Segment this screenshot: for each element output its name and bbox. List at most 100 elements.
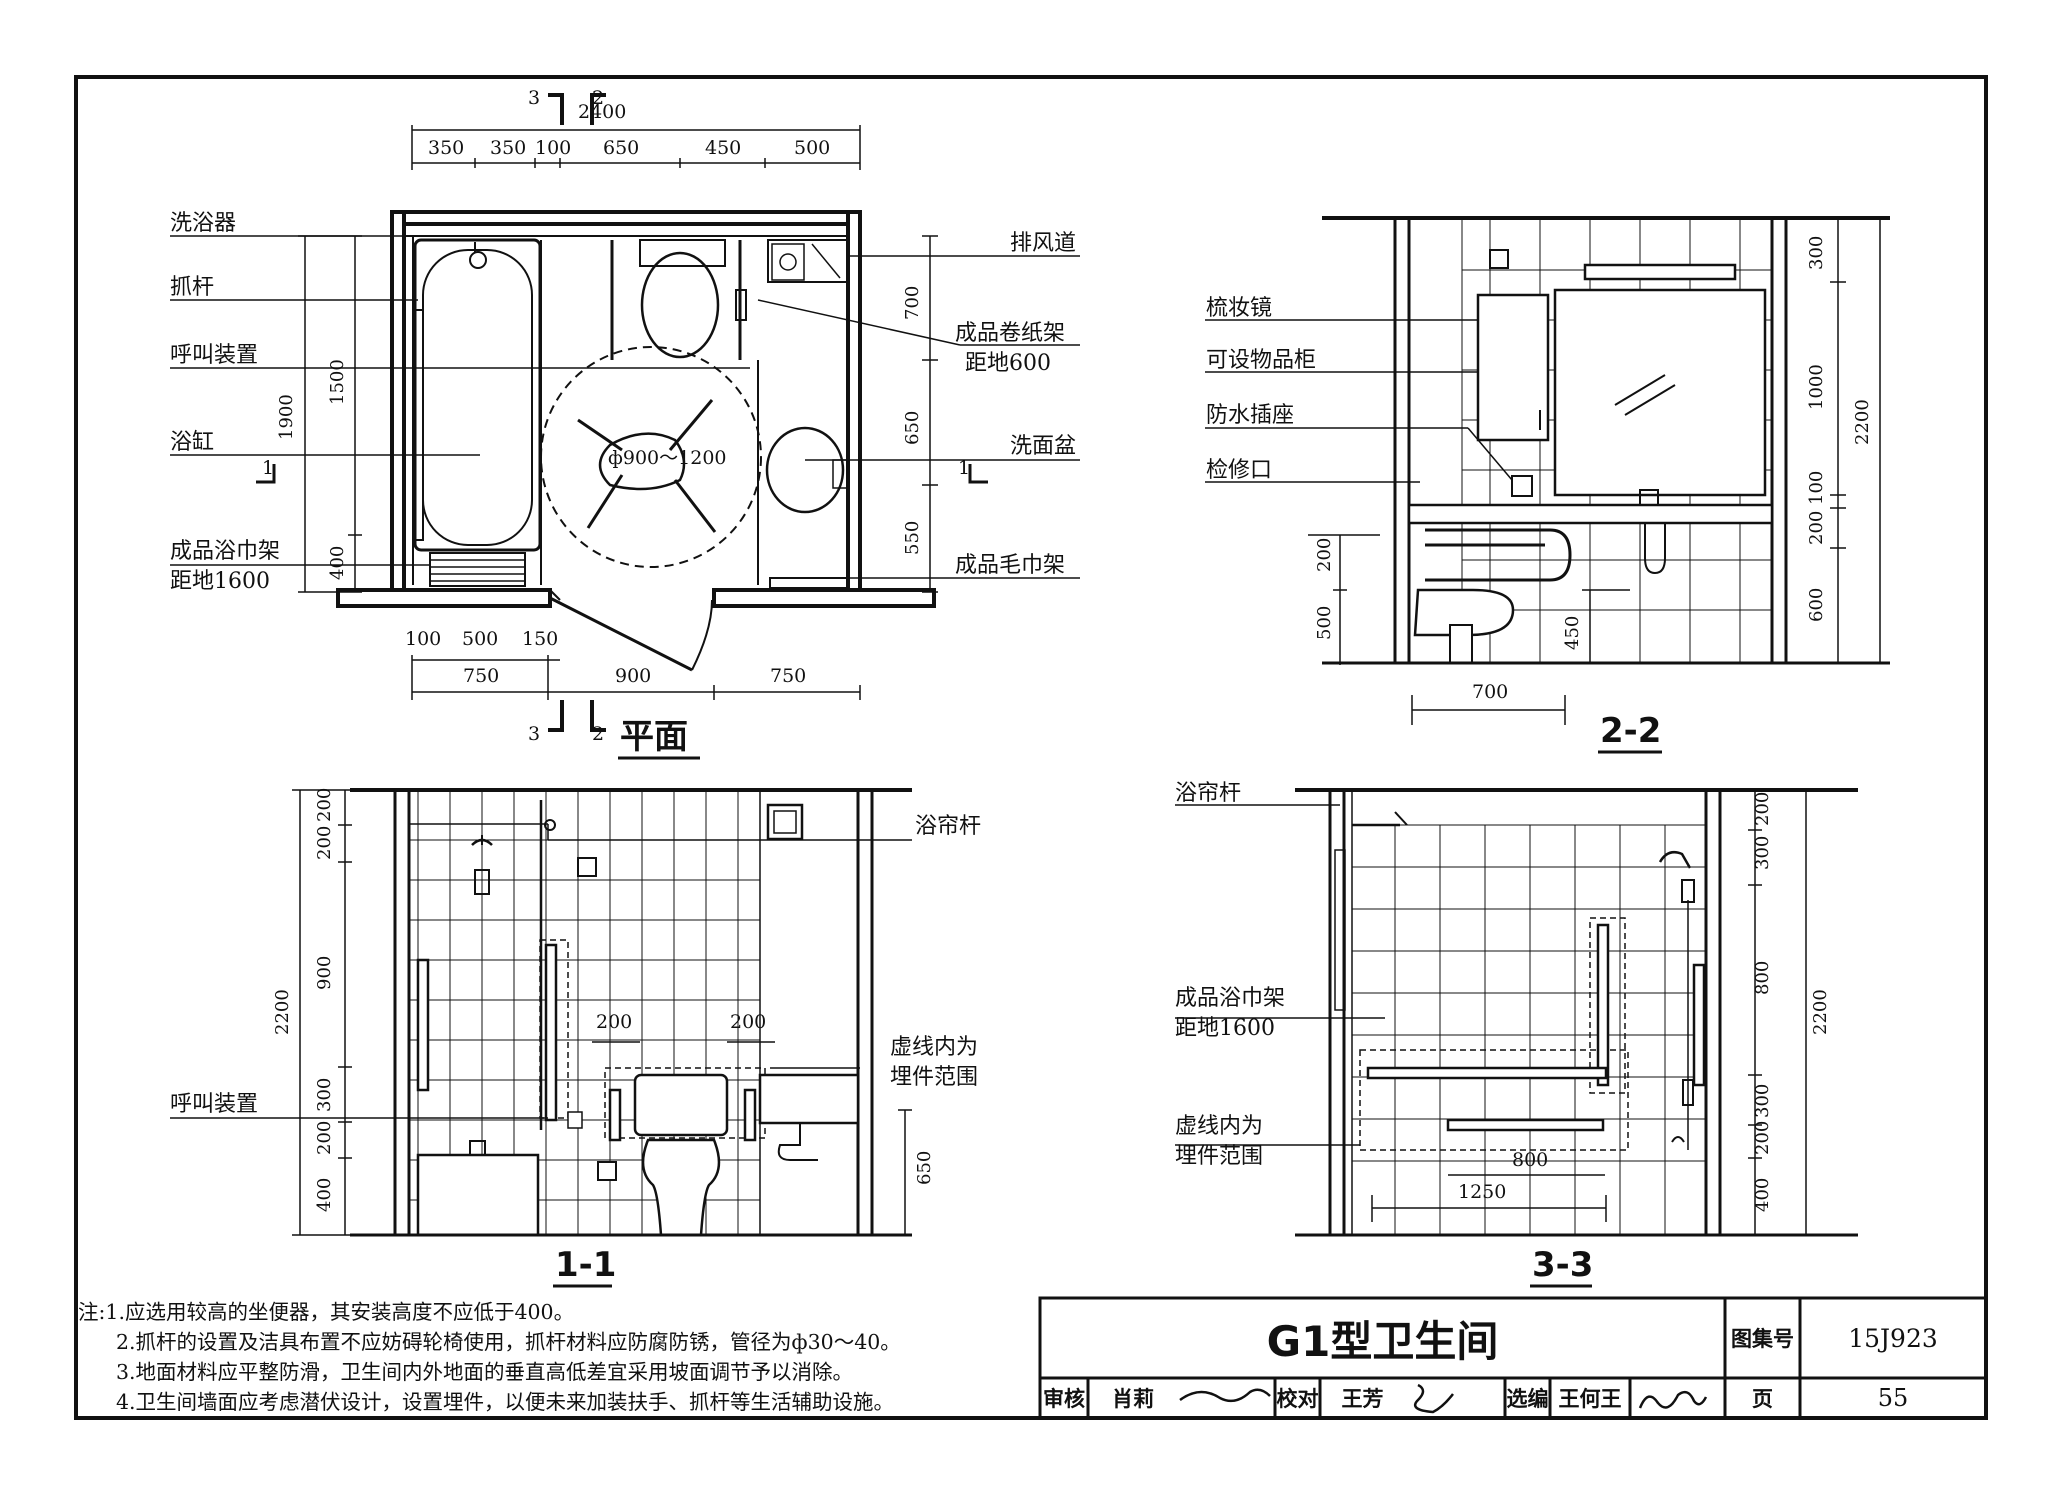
section-mark-3: 3 bbox=[528, 87, 540, 109]
label-call-device: 呼叫装置 bbox=[170, 343, 258, 368]
section-mark-3: 3 bbox=[528, 723, 540, 745]
note-3: 3.地面材料应平整防滑，卫生间内外地面的垂直高低差宜采用坡面调节予以消除。 bbox=[116, 1360, 854, 1384]
notes-block: 注:1.应选用较高的坐便器，其安装高度不应低于400。 2.抓杆的设置及洁具布置… bbox=[78, 1297, 1058, 1417]
checker-name: 王芳 bbox=[1341, 1386, 1384, 1411]
page-number: 55 bbox=[1877, 1384, 1909, 1412]
signatures bbox=[1179, 1383, 1708, 1414]
reviewer-name: 肖莉 bbox=[1112, 1386, 1154, 1411]
s33-right-dim: 200 bbox=[1752, 792, 1773, 826]
s11-left-dim: 400 bbox=[314, 1178, 335, 1212]
plan-top-dim: 450 bbox=[705, 137, 741, 159]
plan-right-dim: 550 bbox=[902, 521, 923, 555]
note-4: 4.卫生间墙面应考虑潜伏设计，设置埋件，以便未来加装扶手、抓杆等生活辅助设施。 bbox=[116, 1390, 895, 1414]
plan-right-dim: 700 bbox=[902, 286, 923, 320]
section-3-3-texts: 浴帘杆 成品浴巾架 距地1600 虚线内为 埋件范围 200 300 800 3… bbox=[1175, 781, 1831, 1285]
plan-left-dim: 1900 bbox=[276, 394, 297, 440]
s22-left-dim: 500 bbox=[1314, 606, 1335, 640]
label-towel-bar: 成品毛巾架 bbox=[955, 553, 1065, 578]
atlas-label: 图集号 bbox=[1731, 1326, 1794, 1351]
s22-right-dim: 1000 bbox=[1806, 364, 1827, 410]
section-mark-2: 2 bbox=[592, 723, 604, 745]
section-3-3-view bbox=[1175, 788, 1858, 1237]
editor-name: 王何王 bbox=[1558, 1386, 1622, 1411]
plan-title: 平面 bbox=[620, 717, 688, 757]
title-block-frame bbox=[1038, 1296, 1988, 1420]
label-curtain-rod: 浴帘杆 bbox=[1175, 781, 1241, 806]
s11-grab-dim: 200 bbox=[730, 1011, 766, 1033]
label-embedded-range-1: 虚线内为 bbox=[890, 1035, 978, 1060]
label-paper-holder-height: 距地600 bbox=[965, 351, 1051, 376]
section-2-2-title: 2-2 bbox=[1600, 711, 1661, 751]
s11-grab-dim: 200 bbox=[596, 1011, 632, 1033]
plan-top-dim: 350 bbox=[490, 137, 526, 159]
plan-bottom-dim: 750 bbox=[770, 665, 806, 687]
section-1-1-texts: 浴帘杆 呼叫装置 虚线内为 埋件范围 200 200 900 300 200 4… bbox=[170, 788, 981, 1285]
plan-right-dim: 650 bbox=[902, 411, 923, 445]
section-2-2-texts: 梳妆镜 可设物品柜 防水插座 检修口 300 1000 100 200 600 … bbox=[1206, 236, 1873, 751]
s11-right-dim: 650 bbox=[914, 1151, 935, 1185]
label-embedded-range-1: 虚线内为 bbox=[1175, 1114, 1263, 1139]
sheet-border bbox=[74, 75, 1988, 1420]
label-exhaust-duct: 排风道 bbox=[1010, 231, 1076, 256]
section-mark-2: 2 bbox=[592, 87, 604, 109]
section-3-3-title: 3-3 bbox=[1532, 1245, 1593, 1285]
section-1-1-view bbox=[170, 788, 912, 1237]
plan-bottom-dim: 750 bbox=[463, 665, 499, 687]
atlas-number: 15J923 bbox=[1848, 1323, 1938, 1353]
s33-right-dim: 200 bbox=[1752, 1121, 1773, 1155]
section-1-1-title: 1-1 bbox=[555, 1245, 616, 1285]
s11-left-dim: 900 bbox=[314, 956, 335, 990]
s22-right-dim: 200 bbox=[1806, 511, 1827, 545]
section-2-2-view bbox=[1205, 216, 1890, 725]
label-embedded-range-2: 埋件范围 bbox=[890, 1065, 978, 1090]
label-curtain-rod: 浴帘杆 bbox=[915, 814, 981, 839]
turning-circle-label: ф900～1200 bbox=[608, 447, 727, 469]
label-waterproof-socket: 防水插座 bbox=[1206, 403, 1294, 428]
page-label: 页 bbox=[1752, 1386, 1773, 1411]
label-wash-basin: 洗面盆 bbox=[1010, 434, 1076, 459]
review-label: 审核 bbox=[1043, 1386, 1085, 1411]
s33-bottom-dim: 800 bbox=[1512, 1149, 1548, 1171]
plan-top-dim: 100 bbox=[535, 137, 571, 159]
s11-left-dim: 200 bbox=[314, 1121, 335, 1155]
label-embedded-range-2: 埋件范围 bbox=[1175, 1144, 1263, 1169]
plan-left-dim: 400 bbox=[327, 546, 348, 580]
label-access-hatch: 检修口 bbox=[1206, 458, 1272, 483]
label-storage-cabinet: 可设物品柜 bbox=[1206, 348, 1316, 373]
plan-bottom-dim: 100 bbox=[405, 628, 441, 650]
plan-left-dim: 1500 bbox=[327, 359, 348, 405]
note-2: 2.抓杆的设置及洁具布置不应妨碍轮椅使用，抓杆材料应防腐防锈，管径为ф30～40… bbox=[116, 1330, 901, 1354]
s22-bottom-dim: 700 bbox=[1472, 681, 1508, 703]
s33-right-dim: 800 bbox=[1752, 961, 1773, 995]
s22-right-dim: 600 bbox=[1806, 588, 1827, 622]
s33-bottom-dim: 1250 bbox=[1458, 1181, 1506, 1203]
label-call-device: 呼叫装置 bbox=[170, 1092, 258, 1117]
check-label: 校对 bbox=[1276, 1386, 1319, 1411]
label-towel-rack: 成品浴巾架 bbox=[170, 539, 280, 564]
plan-top-total-dim: 2400 bbox=[578, 101, 626, 123]
plan-bottom-dim: 150 bbox=[522, 628, 558, 650]
drawing-title: G1型卫生间 bbox=[1266, 1316, 1499, 1366]
s11-left-total: 2200 bbox=[272, 989, 293, 1035]
s22-right-dim: 300 bbox=[1806, 236, 1827, 270]
label-bath-towel-rack: 成品浴巾架 bbox=[1175, 986, 1285, 1011]
s22-inner-dim: 450 bbox=[1562, 616, 1583, 650]
s22-left-dim: 200 bbox=[1314, 538, 1335, 572]
editor-label: 选编 bbox=[1506, 1386, 1549, 1411]
note-1: 注:1.应选用较高的坐便器，其安装高度不应低于400。 bbox=[78, 1300, 575, 1324]
plan-dimension-texts: 2400 350 350 100 650 450 500 100 500 150… bbox=[170, 87, 1076, 757]
plan-top-dim: 350 bbox=[428, 137, 464, 159]
s33-right-dim: 400 bbox=[1752, 1178, 1773, 1212]
label-bathtub: 浴缸 bbox=[170, 430, 214, 455]
s11-left-dim: 300 bbox=[314, 1078, 335, 1112]
plan-bottom-dim: 900 bbox=[615, 665, 651, 687]
section-mark-1: 1 bbox=[262, 457, 274, 479]
s11-left-dim: 200 bbox=[314, 826, 335, 860]
s11-left-dim: 200 bbox=[314, 788, 335, 822]
label-paper-holder: 成品卷纸架 bbox=[955, 321, 1065, 346]
label-shower: 洗浴器 bbox=[170, 211, 236, 236]
s22-right-dim: 100 bbox=[1806, 471, 1827, 505]
plan-bottom-dim: 500 bbox=[462, 628, 498, 650]
s33-right-dim: 300 bbox=[1752, 1084, 1773, 1118]
